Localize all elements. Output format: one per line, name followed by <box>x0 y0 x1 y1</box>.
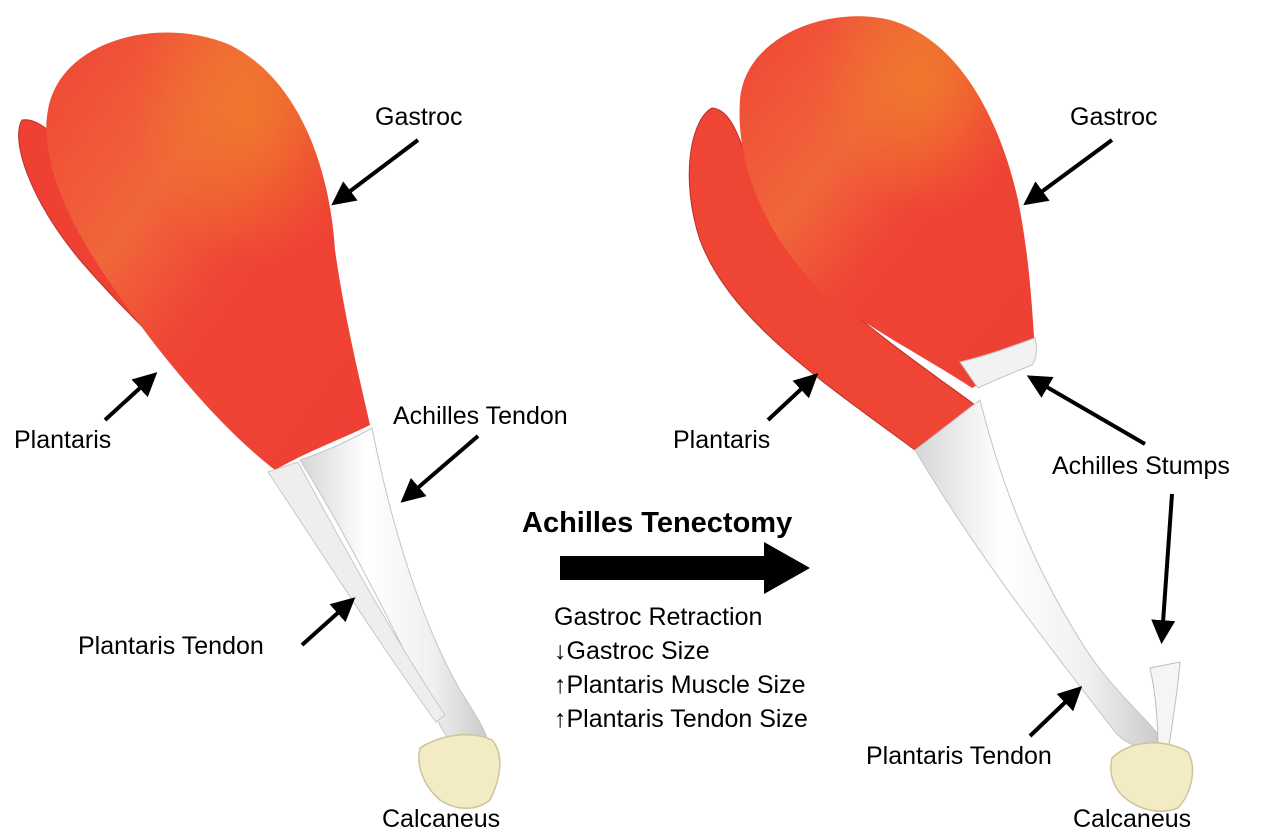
arrow-right-achilles-stump-upper <box>1033 379 1145 444</box>
effect-text: Gastroc Size <box>567 637 710 665</box>
arrow-right-plantaris <box>768 378 813 420</box>
procedure-effects: Gastroc Retraction ↓Gastroc Size ↑Planta… <box>554 600 808 736</box>
effect-text: Plantaris Muscle Size <box>567 671 806 699</box>
arrow-left-achilles-tendon <box>406 436 478 498</box>
procedure-title: Achilles Tenectomy <box>522 507 792 540</box>
effect-text: Gastroc Retraction <box>554 603 762 631</box>
right-gastroc-label: Gastroc <box>1070 105 1158 130</box>
arrow-left-plantaris <box>105 377 152 420</box>
left-calcaneus-label: Calcaneus <box>382 807 500 832</box>
effect-item: ↑Plantaris Tendon Size <box>554 702 808 736</box>
right-achilles-stumps-label: Achilles Stumps <box>1052 454 1230 479</box>
arrow-right-achilles-stump-lower <box>1162 494 1172 637</box>
increase-arrow-icon: ↑ <box>554 668 567 702</box>
arrow-right-gastroc <box>1029 140 1112 201</box>
arrow-left-gastroc <box>337 140 418 201</box>
arrow-left-plantaris-tendon <box>302 602 350 645</box>
increase-arrow-icon: ↑ <box>554 702 567 736</box>
effect-text: Plantaris Tendon Size <box>567 705 808 733</box>
left-achilles-tendon <box>300 428 489 761</box>
decrease-arrow-icon: ↓ <box>554 634 567 668</box>
right-calcaneus-bone <box>1111 743 1193 811</box>
left-plantaris-tendon-label: Plantaris Tendon <box>78 634 264 659</box>
effect-item: ↓Gastroc Size <box>554 634 808 668</box>
left-calcaneus-bone <box>419 735 500 809</box>
left-plantaris-label: Plantaris <box>14 428 111 453</box>
effect-item: Gastroc Retraction <box>554 600 808 634</box>
right-plantaris-label: Plantaris <box>673 428 770 453</box>
left-achilles-tendon-label: Achilles Tendon <box>393 404 568 429</box>
effect-item: ↑Plantaris Muscle Size <box>554 668 808 702</box>
left-gastroc-label: Gastroc <box>375 105 463 130</box>
arrow-right-plantaris-tendon <box>1030 691 1077 736</box>
right-calcaneus-label: Calcaneus <box>1073 807 1191 832</box>
right-plantaris-tendon-label: Plantaris Tendon <box>866 744 1052 769</box>
procedure-arrow <box>560 542 810 594</box>
